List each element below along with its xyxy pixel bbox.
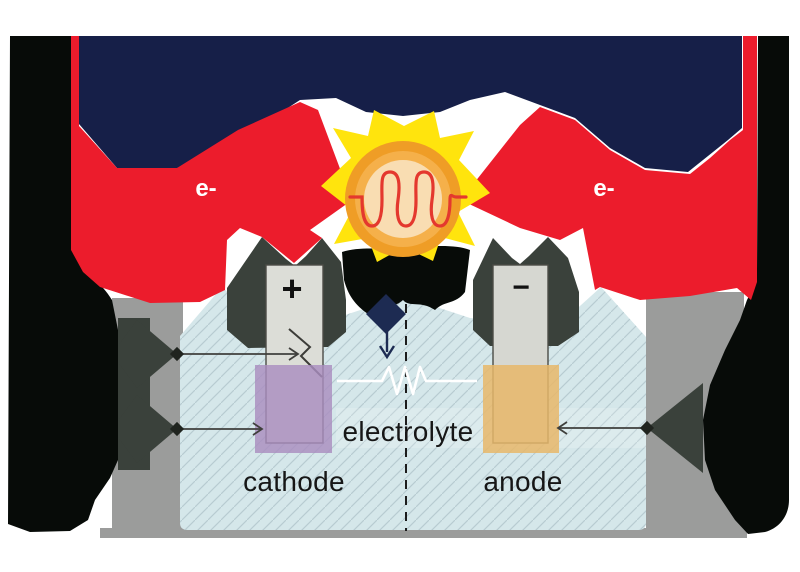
anode-highlight [483, 365, 559, 453]
filament-coil-icon [348, 170, 468, 228]
electrolyte-label: electrolyte [343, 416, 474, 447]
electron-label-right: e- [593, 175, 614, 202]
navy-kite [366, 294, 406, 334]
pointer-arrow-lower-left [180, 422, 264, 436]
resistor-zigzag-icon [337, 365, 477, 396]
red-wire-left [71, 36, 348, 303]
diamond-marker-icon [639, 420, 655, 436]
navy-mass-top [79, 36, 742, 172]
black-mass-left [8, 36, 118, 532]
olive-diamond-lower [112, 395, 177, 463]
cathode-label: cathode [243, 466, 345, 497]
down-arrow-icon [378, 330, 396, 360]
diamond-marker-icon [169, 346, 185, 362]
anode-label: anode [483, 466, 562, 497]
gray-bottom-strip [100, 528, 747, 538]
red-wire-right [467, 36, 757, 300]
olive-triangle-right [647, 383, 703, 473]
pointer-arrow-right [556, 421, 645, 435]
plus-terminal-label: + [281, 268, 302, 309]
black-blob-under-bulb [342, 246, 470, 314]
olive-diamond-upper [112, 320, 177, 388]
black-mass-right [703, 36, 789, 534]
cathode-highlight [255, 365, 332, 453]
diamond-marker-icon [169, 421, 185, 437]
pointer-arrow-upper-left [180, 347, 300, 361]
electron-label-left: e- [195, 175, 216, 202]
minus-terminal-label: − [512, 271, 530, 304]
